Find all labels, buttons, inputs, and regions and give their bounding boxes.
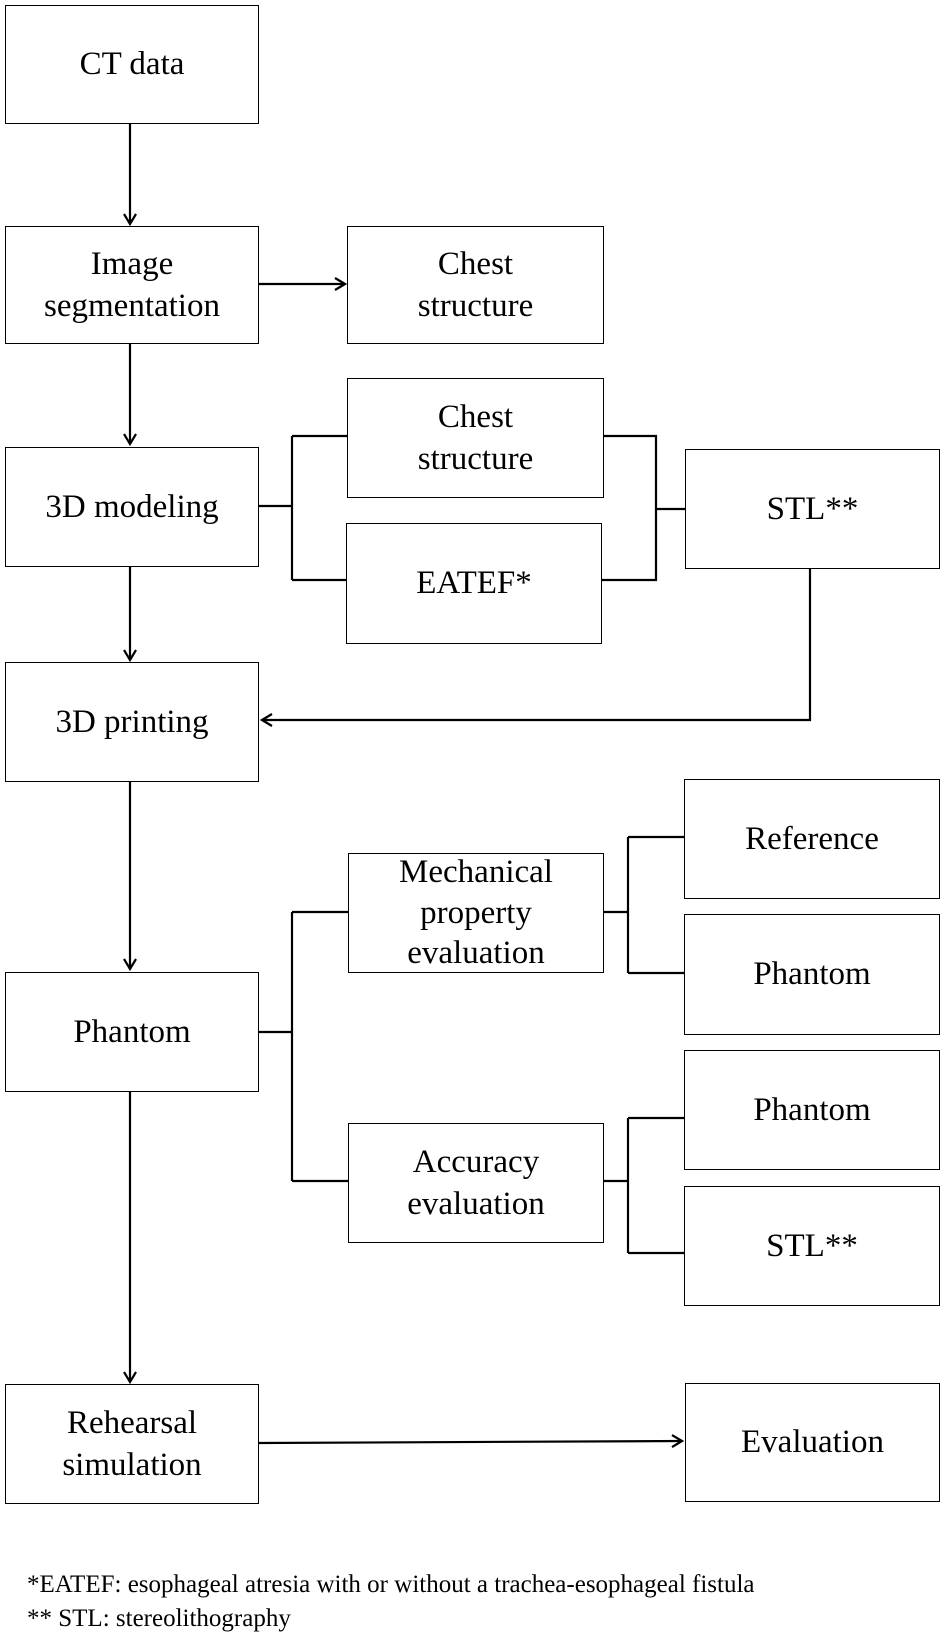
- node-chest-structure-2: Chest structure: [347, 378, 604, 498]
- node-chest-structure-1: Chest structure: [347, 226, 604, 344]
- bracket-join-chest: [601, 434, 658, 582]
- arrow-stl-to-printing: [262, 569, 812, 720]
- node-reference: Reference: [684, 779, 940, 899]
- node-3d-modeling: 3D modeling: [5, 447, 259, 567]
- node-evaluation: Evaluation: [685, 1383, 940, 1502]
- node-stl-2: STL**: [684, 1186, 940, 1306]
- footnote-eatef: *EATEF: esophageal atresia with or witho…: [27, 1571, 755, 1598]
- node-ct-data: CT data: [5, 5, 259, 124]
- node-phantom-mechanical: Phantom: [684, 914, 940, 1035]
- node-image-segmentation: Image segmentation: [5, 226, 259, 344]
- node-accuracy-evaluation: Accuracy evaluation: [348, 1123, 604, 1243]
- node-phantom-main: Phantom: [5, 972, 259, 1092]
- node-3d-printing: 3D printing: [5, 662, 259, 782]
- node-phantom-accuracy: Phantom: [684, 1050, 940, 1170]
- footnote-stl: ** STL: stereolithography: [27, 1605, 291, 1632]
- node-rehearsal-simulation: Rehearsal simulation: [5, 1384, 259, 1504]
- node-stl-1: STL**: [685, 449, 940, 569]
- node-eatef: EATEF*: [346, 523, 602, 644]
- arrow-rehearsal-to-evaluation: [258, 1441, 682, 1443]
- node-mechanical-evaluation: Mechanical property evaluation: [348, 853, 604, 973]
